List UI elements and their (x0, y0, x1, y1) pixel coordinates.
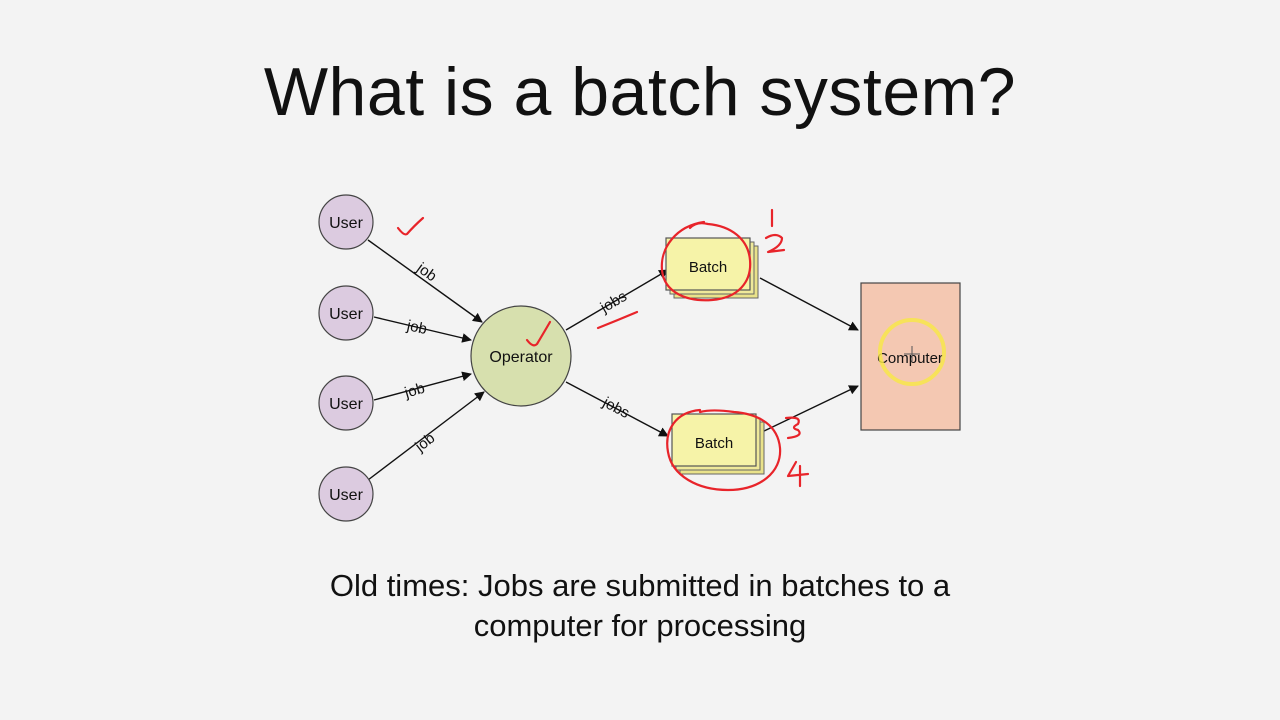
checkmark-annotation-user (396, 216, 425, 236)
edge-label-job-4: job (411, 430, 438, 456)
user-node-3: User (318, 375, 374, 431)
user-node-4: User (318, 466, 374, 522)
edge-user-2-to-operator (373, 316, 472, 343)
edge-label-job-3: job (402, 380, 427, 402)
slide-title: What is a batch system? (263, 54, 1017, 130)
edge-user-1-to-operator (367, 239, 483, 323)
edge-label-jobs-top: jobs (597, 288, 630, 317)
user-node-label: User (329, 306, 363, 323)
highlight-circle-annotation-computer (878, 318, 946, 386)
number-annotation-2 (764, 233, 786, 254)
computer-node-label: Computer (877, 350, 943, 367)
batch-node-label: Batch (695, 435, 733, 452)
batch-node-label: Batch (689, 259, 727, 276)
edge-user-4-to-operator (367, 391, 485, 481)
number-annotation-4 (786, 460, 810, 488)
user-node-label: User (329, 215, 363, 232)
batch-node-1: Batch (665, 237, 759, 299)
batch-node-2: Batch (671, 413, 765, 475)
edge-label-job-1: job (413, 259, 440, 285)
edge-label-job-2: job (404, 317, 428, 338)
user-node-1: User (318, 194, 374, 250)
user-node-label: User (329, 396, 363, 413)
edge-batch-2-to-computer (761, 385, 859, 433)
edge-operator-to-batch-1 (565, 269, 669, 331)
operator-node-label: Operator (489, 349, 553, 366)
cursor-crosshair-icon (904, 346, 920, 362)
caption-line-1: Old times: Jobs are submitted in batches… (329, 568, 951, 603)
slide-caption: Old times: Jobs are submitted in batches… (0, 566, 1280, 646)
underline-annotation-jobs (596, 310, 639, 330)
operator-node: Operator (470, 305, 572, 407)
edge-user-3-to-operator (373, 371, 472, 401)
user-node-2: User (318, 285, 374, 341)
user-node-label: User (329, 487, 363, 504)
circle-annotation-batch-1 (660, 220, 752, 302)
number-annotation-3 (784, 416, 801, 440)
edge-batch-1-to-computer (759, 277, 859, 331)
checkmark-annotation-operator (525, 320, 552, 347)
edge-operator-to-batch-2 (565, 381, 669, 437)
edge-label-jobs-bottom: jobs (599, 394, 632, 422)
caption-line-2: computer for processing (473, 608, 807, 643)
circle-annotation-batch-2 (666, 408, 782, 492)
